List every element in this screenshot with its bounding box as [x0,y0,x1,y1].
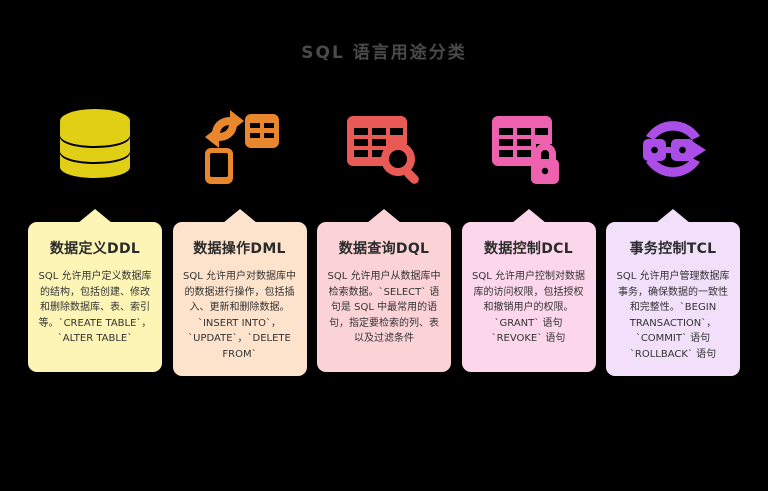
card-body: SQL 允许用户管理数据库事务，确保数据的一致性和完整性。`BEGIN TRAN… [616,271,730,360]
category-column-dql: 数据查询DQL SQL 允许用户从数据库中检索数据。`SELECT` 语句是 S… [317,92,451,372]
category-column-tcl: 事务控制TCL SQL 允许用户管理数据库事务，确保数据的一致性和完整性。`BE… [606,92,740,376]
category-card-dcl: 数据控制DCL SQL 允许用户控制对数据库的访问权限，包括授权和撤销用户的权限… [461,222,596,372]
transaction-blocks-icon [606,92,740,204]
category-card-tcl: 事务控制TCL SQL 允许用户管理数据库事务，确保数据的一致性和完整性。`BE… [606,222,740,376]
card-body: SQL 允许用户定义数据库的结构，包括创建、修改和删除数据库、表、索引等。`CR… [38,271,152,344]
category-columns: 数据定义DDL SQL 允许用户定义数据库的结构，包括创建、修改和删除数据库、表… [28,92,740,376]
card-body: SQL 允许用户控制对数据库的访问权限，包括授权和撤销用户的权限。`GRANT`… [472,271,585,344]
category-card-ddl: 数据定义DDL SQL 允许用户定义数据库的结构，包括创建、修改和删除数据库、表… [28,222,162,372]
card-body: SQL 允许用户对数据库中的数据进行操作，包括插入、更新和删除数据。`INSER… [183,271,296,360]
card-title: 数据操作DML [193,241,286,257]
table-lock-icon [462,92,596,204]
data-sync-table-icon [173,92,307,204]
category-column-dcl: 数据控制DCL SQL 允许用户控制对数据库的访问权限，包括授权和撤销用户的权限… [461,92,596,372]
card-title: 数据定义DDL [49,241,141,257]
card-title: 数据查询DQL [338,241,430,257]
card-body: SQL 允许用户从数据库中检索数据。`SELECT` 语句是 SQL 中最常用的… [327,271,441,344]
category-card-dql: 数据查询DQL SQL 允许用户从数据库中检索数据。`SELECT` 语句是 S… [317,222,451,372]
database-stack-icon [28,92,162,204]
category-card-dml: 数据操作DML SQL 允许用户对数据库中的数据进行操作，包括插入、更新和删除数… [172,222,307,376]
card-title: 事务控制TCL [629,241,717,257]
category-column-dml: 数据操作DML SQL 允许用户对数据库中的数据进行操作，包括插入、更新和删除数… [172,92,307,376]
category-column-ddl: 数据定义DDL SQL 允许用户定义数据库的结构，包括创建、修改和删除数据库、表… [28,92,162,372]
table-search-icon [317,92,451,204]
page-title: SQL 语言用途分类 [301,43,467,63]
card-title: 数据控制DCL [484,241,573,257]
